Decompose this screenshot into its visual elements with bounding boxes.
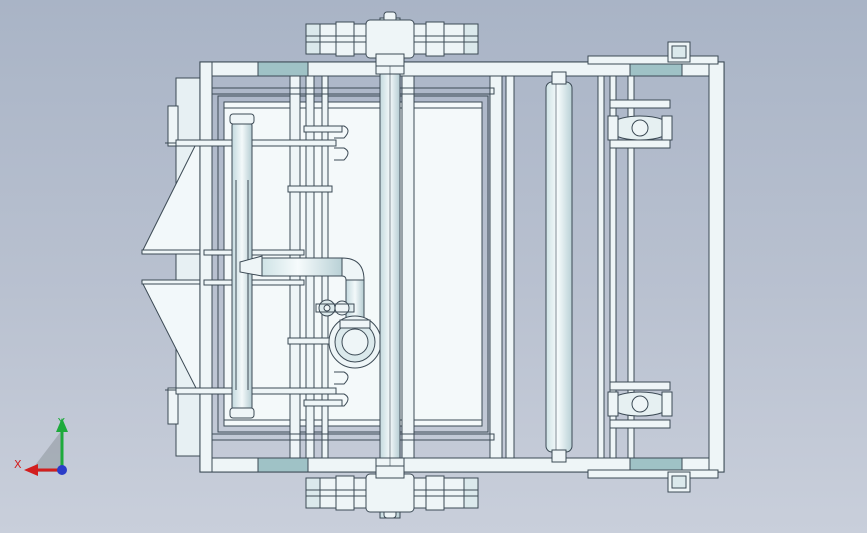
outer-frame — [199, 55, 725, 479]
triad-x-label: X — [14, 458, 22, 471]
top-sprocket-assembly — [305, 19, 479, 67]
triad-z-axis — [57, 465, 67, 475]
caster-wheels — [607, 99, 673, 429]
machine-assembly[interactable] — [141, 11, 725, 519]
triad-x-arrow — [24, 464, 38, 476]
distribution-pipe — [229, 113, 382, 419]
conveyor-roller — [545, 71, 573, 463]
main-shaft — [375, 11, 405, 519]
corner-posts — [667, 41, 691, 493]
bottom-sprocket-assembly — [305, 465, 479, 513]
coordinate-triad: Y X — [14, 416, 68, 476]
triad-y-arrow — [56, 418, 68, 432]
triad-plane — [30, 430, 62, 472]
triad-y-label: Y — [57, 416, 65, 429]
pipe-brackets — [334, 125, 349, 407]
valve-handwheel — [315, 299, 355, 317]
